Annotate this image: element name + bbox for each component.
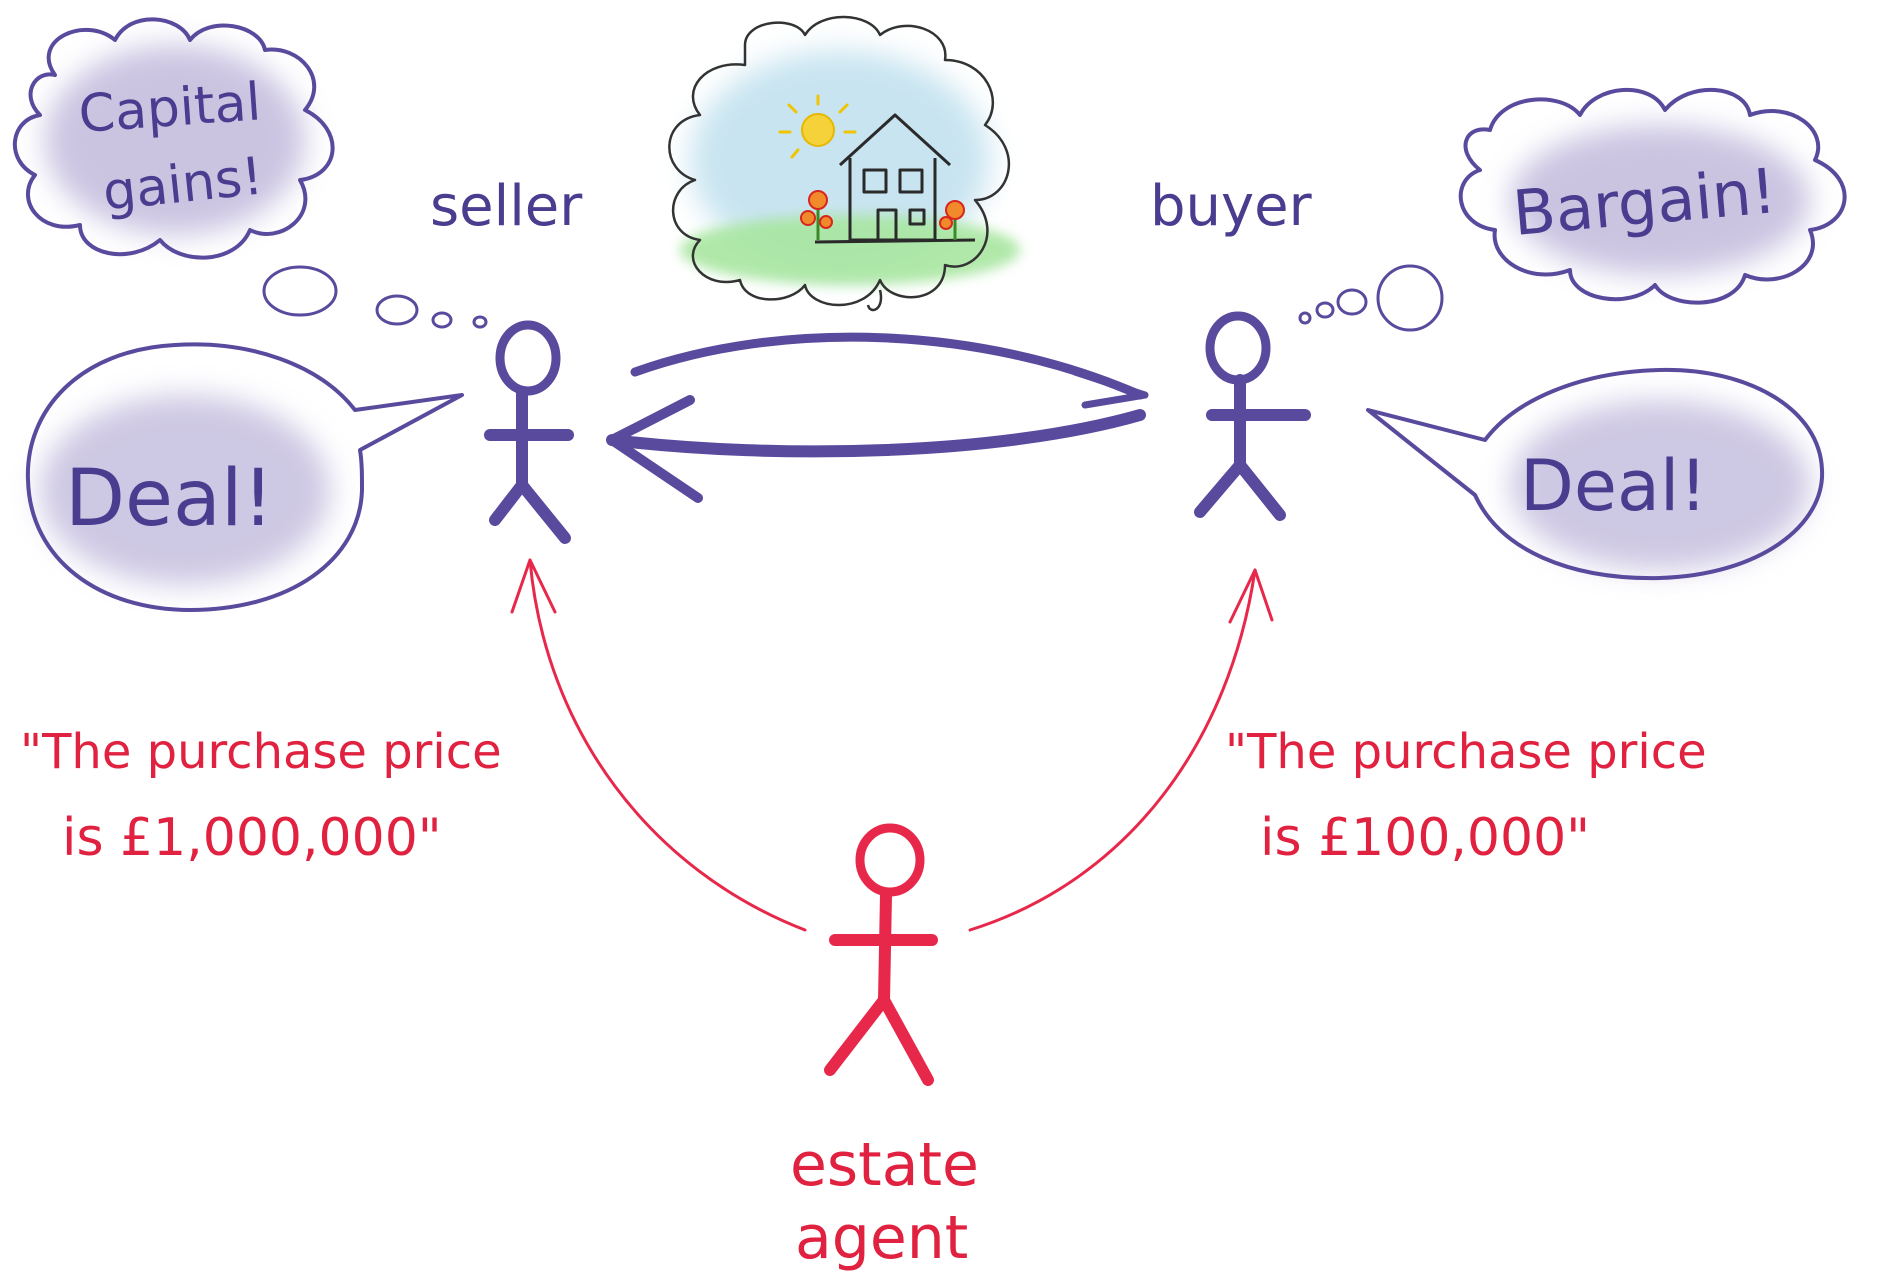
house-thought-cloud xyxy=(668,15,1020,312)
agent-label-line-1: estate xyxy=(790,1130,979,1200)
buyer-thought-cloud: Bargain! xyxy=(1298,88,1847,332)
seller-speech-text: Deal! xyxy=(65,454,274,544)
buyer-label: buyer xyxy=(1150,174,1313,239)
house-icon xyxy=(814,113,976,244)
seller-label: seller xyxy=(430,174,583,239)
quote-buyer-line-1: "The purchase price xyxy=(1225,724,1707,780)
house-transfer-arrow xyxy=(630,332,1149,409)
estate-agent-figure xyxy=(824,823,938,1086)
quote-buyer-line-2: is £100,000" xyxy=(1260,808,1590,868)
sun-icon xyxy=(778,94,857,159)
seller-speech-bubble: Deal! xyxy=(25,342,464,612)
buyer-figure xyxy=(1194,311,1311,521)
flower-icon xyxy=(800,190,965,240)
agent-quote-to-seller: "The purchase price is £1,000,000" xyxy=(20,724,502,868)
buyer-speech-bubble: Deal! xyxy=(1366,367,1825,581)
seller-thought-line-1: Capital xyxy=(77,72,263,145)
agent-to-seller-arrow xyxy=(510,558,807,932)
quote-seller-line-1: "The purchase price xyxy=(20,724,502,780)
agent-to-buyer-arrow xyxy=(968,568,1274,932)
seller-thought-cloud: Capital gains! xyxy=(12,17,488,329)
agent-label-line-2: agent xyxy=(795,1203,968,1273)
quote-seller-line-2: is £1,000,000" xyxy=(62,808,442,868)
buyer-speech-text: Deal! xyxy=(1520,445,1707,527)
seller-figure xyxy=(484,320,574,544)
agent-quote-to-buyer: "The purchase price is £100,000" xyxy=(1225,724,1707,868)
payment-arrow xyxy=(606,395,1146,503)
